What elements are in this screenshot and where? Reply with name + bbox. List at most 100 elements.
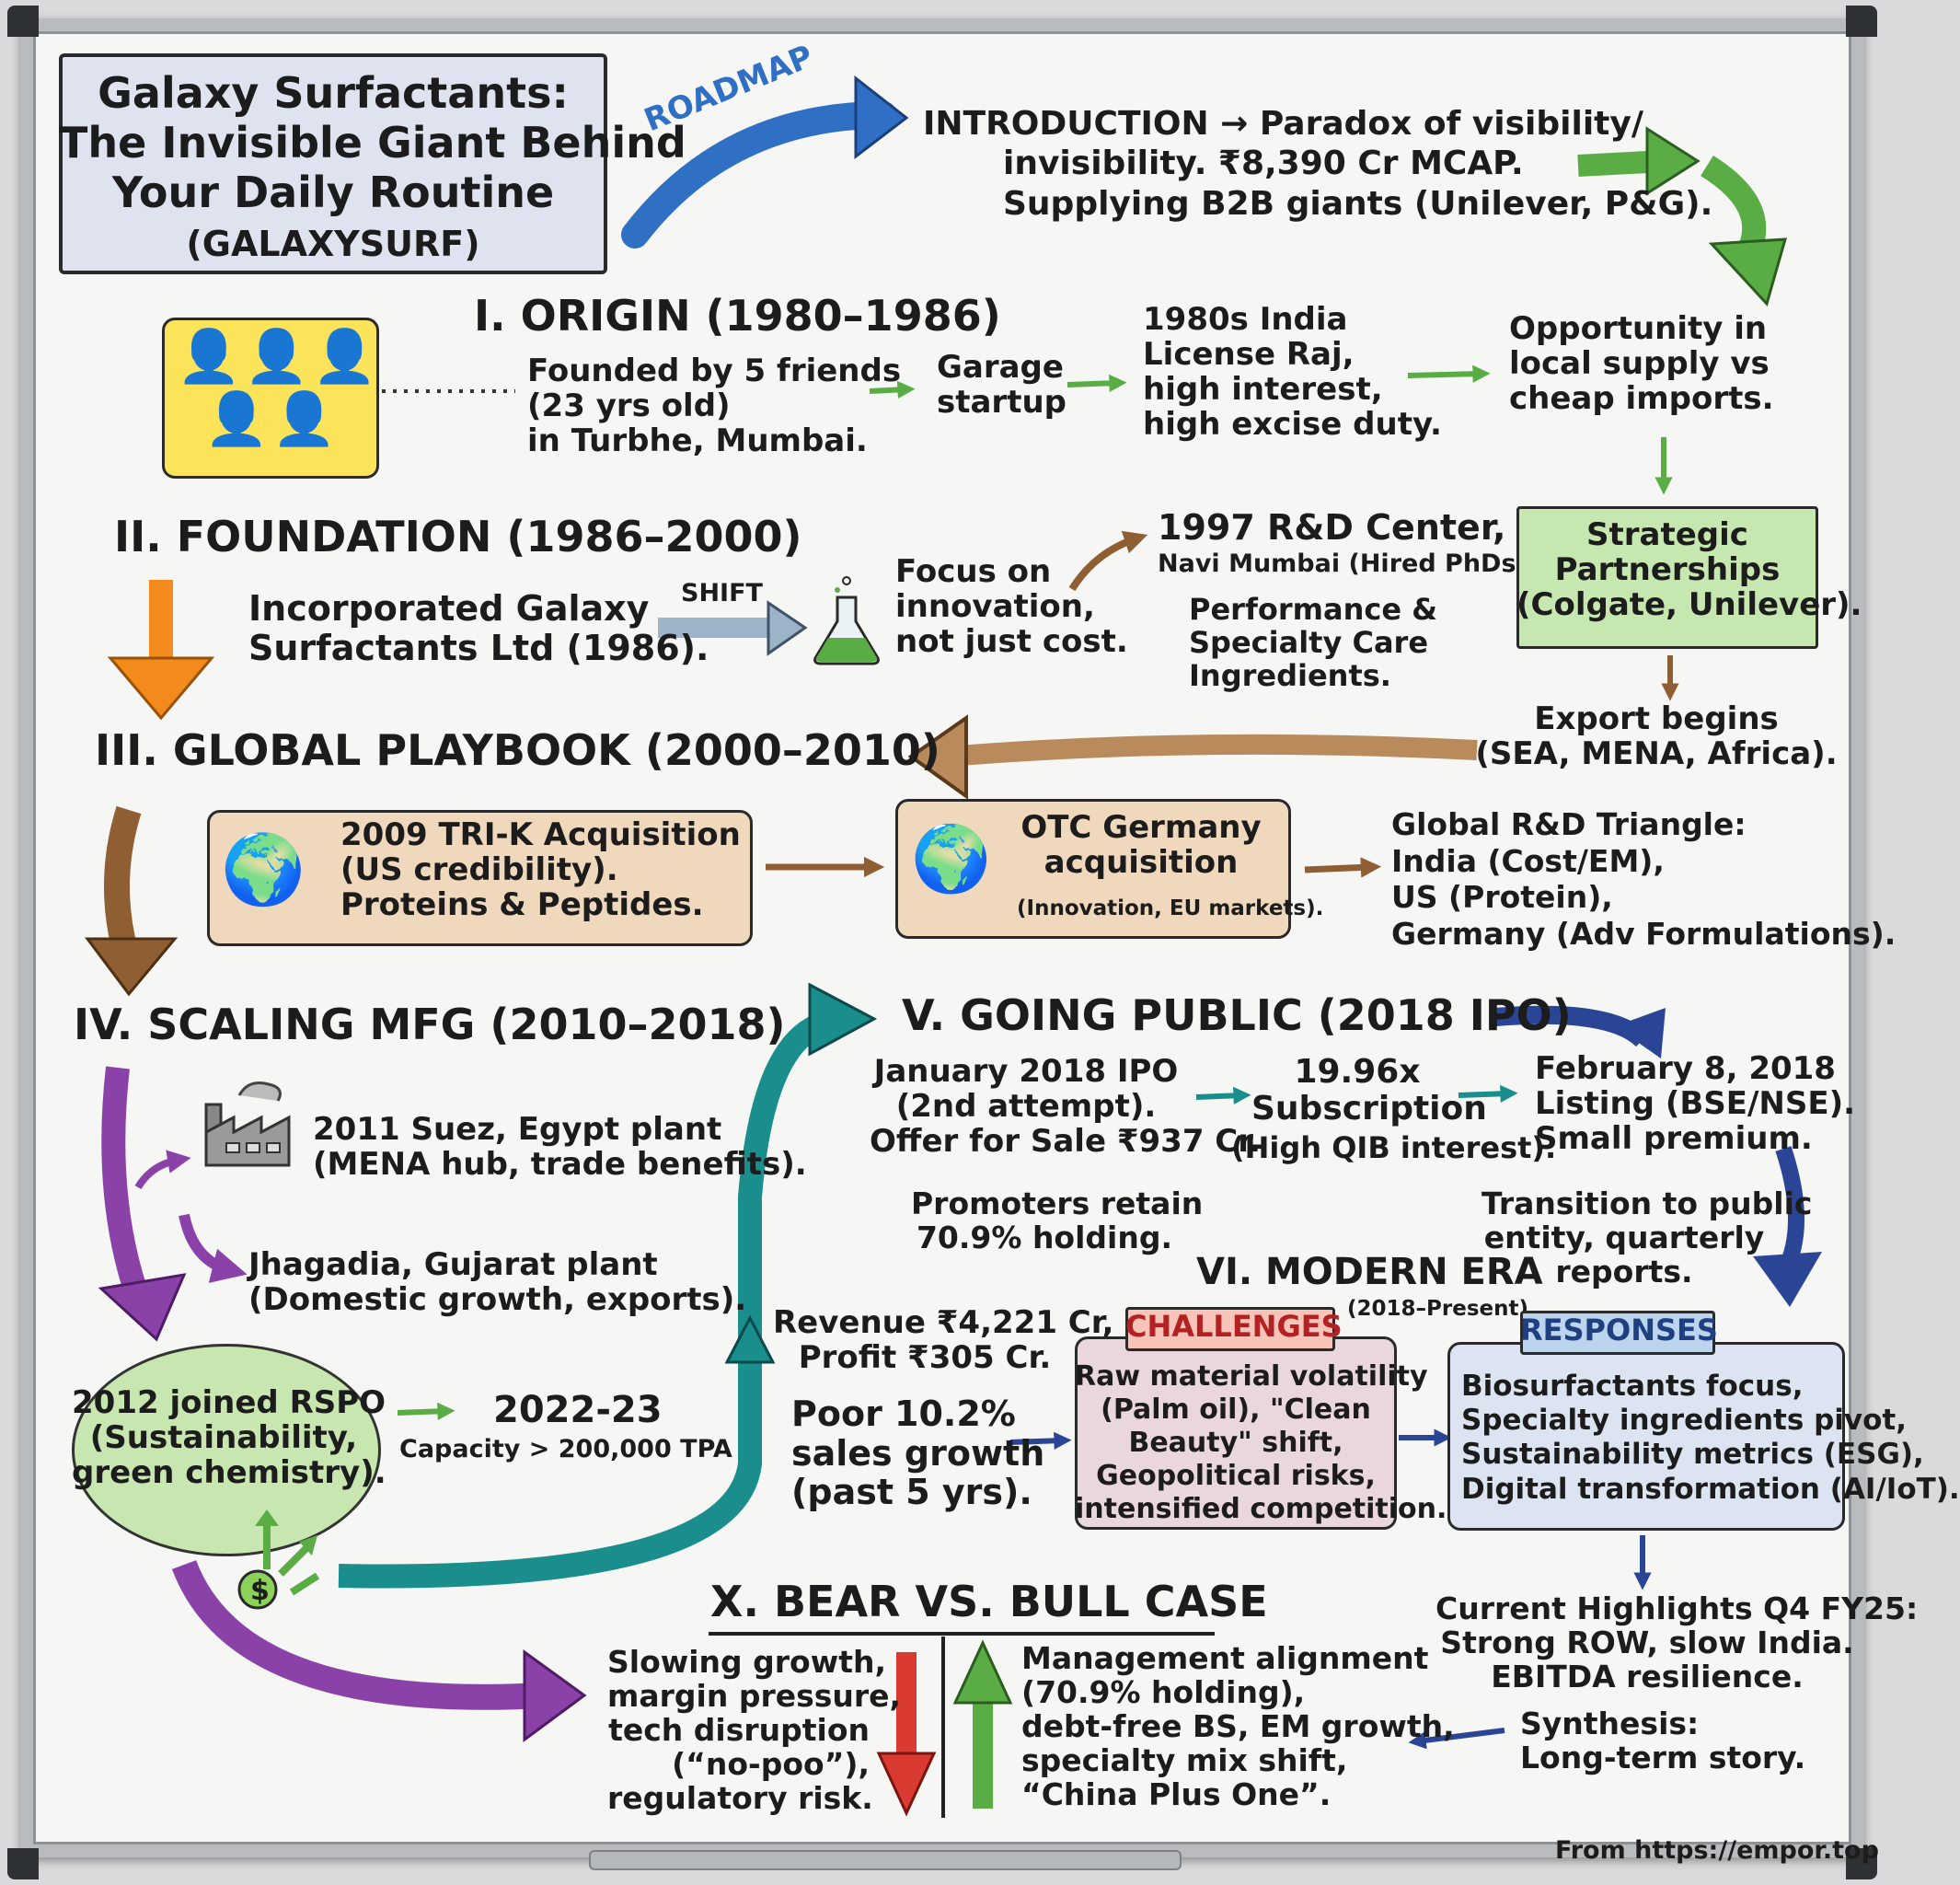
scaling-down-arrowhead <box>98 1273 187 1342</box>
synthesis-to-bull-arrow <box>1408 1728 1505 1750</box>
intro-arrowhead <box>1645 126 1701 196</box>
origin-opportunity: Opportunity in local supply vs cheap imp… <box>1509 310 1774 418</box>
scaling-to-ipo-arrowhead <box>808 982 878 1057</box>
ipo-transition: Transition to public entity, quarterly r… <box>1482 1185 1813 1289</box>
rspo-to-bearbull-arrow <box>171 1559 544 1710</box>
factory-icon <box>193 1077 294 1169</box>
ipo-to-listing-arrowhead <box>1615 1008 1666 1058</box>
ipo-january: January 2018 IPO (2nd attempt). Offer fo… <box>870 1053 1261 1161</box>
intro-line-2: invisibility. ₹8,390 Cr MCAP. <box>1003 145 1524 182</box>
rnd-title: 1997 R&D Center, <box>1158 507 1506 548</box>
otc-box <box>895 799 1291 939</box>
modern-heading: VI. MODERN ERA <box>1196 1251 1543 1293</box>
origin-heading: I. ORIGIN (1980–1986) <box>474 291 1001 341</box>
responses-label-box <box>1520 1311 1715 1355</box>
intro-curve-arrowhead <box>1708 237 1788 306</box>
marker-tray <box>589 1850 1182 1870</box>
title-line-1: Galaxy Surfactants: <box>98 68 569 118</box>
challenges-label-box <box>1125 1307 1335 1351</box>
ipo-subscription-note: (High QIB interest). <box>1231 1130 1557 1165</box>
responses-box <box>1447 1342 1845 1531</box>
modern-synthesis: Synthesis: Long-term story. <box>1520 1706 1806 1775</box>
scaling-to-ipo-teal-arrow <box>338 1010 836 1589</box>
global-heading: III. GLOBAL PLAYBOOK (2000–2010) <box>95 725 940 775</box>
modern-revenue: Revenue ₹4,221 Cr, Profit ₹305 Cr. <box>773 1304 1113 1377</box>
footer-source: From https://empor.top <box>1555 1836 1879 1865</box>
jan-to-sub-arrow <box>1195 1086 1251 1104</box>
rnd-subtitle: Navi Mumbai (Hired PhDs). <box>1158 549 1538 578</box>
challenges-label: CHALLENGES <box>1125 1309 1343 1344</box>
founders-icon: 👤👤👤 <box>177 327 381 387</box>
trik-text: 2009 TRI-K Acquisition (US credibility).… <box>340 816 741 924</box>
challenges-box <box>1075 1336 1397 1530</box>
rspo-to-capacity-arrow <box>397 1402 455 1420</box>
bearbull-heading: X. BEAR VS. BULL CASE <box>710 1577 1268 1626</box>
origin-garage: Garage startup <box>937 349 1066 422</box>
capacity-year: 2022-23 <box>493 1389 663 1431</box>
rspo-circle <box>72 1344 381 1556</box>
bear-case: Slowing growth, margin pressure, tech di… <box>607 1644 902 1816</box>
scaling-rspo: 2012 joined RSPO (Sustainability, green … <box>72 1384 386 1492</box>
scaling-jhagadia: Jhagadia, Gujarat plant (Domestic growth… <box>248 1246 747 1319</box>
otc-to-triangle-arrow <box>1304 857 1382 878</box>
bear-arrowhead <box>876 1752 937 1817</box>
intro-line-1: INTRODUCTION → Paradox of visibility/ <box>923 105 1643 143</box>
board-corner <box>1846 1848 1877 1879</box>
founders-icon: 👤👤 <box>204 389 340 449</box>
origin-founders: Founded by 5 friends (23 yrs old) in Tur… <box>527 353 902 460</box>
roadmap-arrow <box>621 101 897 249</box>
listing-to-responses-arrowhead <box>1753 1252 1822 1307</box>
board-corner <box>1846 6 1877 37</box>
bull-arrowhead <box>952 1639 1013 1705</box>
title-line-3: Your Daily Routine <box>111 168 555 217</box>
founders-box <box>162 318 379 479</box>
modern-responses: Biosurfactants focus, Specialty ingredie… <box>1461 1370 1960 1506</box>
export-to-global-arrowhead <box>907 714 968 800</box>
globe-icon: 🌍 <box>911 821 992 896</box>
branch-to-suez-arrow <box>134 1150 191 1190</box>
india-to-opportunity-arrow <box>1407 364 1491 383</box>
board-corner <box>7 1848 39 1879</box>
ipo-listing: February 8, 2018 Listing (BSE/NSE). Smal… <box>1535 1050 1856 1158</box>
scaling-capacity: Capacity > 200,000 TPA <box>399 1435 732 1463</box>
scaling-down-arrow <box>101 1066 150 1302</box>
responses-label: RESPONSES <box>1520 1313 1718 1347</box>
sub-to-listing-arrow <box>1458 1084 1518 1103</box>
svg-text:$: $ <box>250 1575 270 1607</box>
otc-title: OTC Germany acquisition <box>1020 809 1262 882</box>
ipo-promoters: Promoters retain 70.9% holding. <box>911 1185 1204 1255</box>
scaling-heading: IV. SCALING MFG (2010–2018) <box>74 1000 786 1049</box>
ipo-heading: V. GOING PUBLIC (2018 IPO) <box>902 990 1572 1040</box>
partnerships-box <box>1516 506 1818 649</box>
shift-label: SHIFT <box>681 579 763 607</box>
flask-icon <box>810 575 883 667</box>
modern-highlights: Current Highlights Q4 FY25: Strong ROW, … <box>1435 1590 1919 1694</box>
foundation-arrowhead <box>107 656 215 721</box>
modern-period: (2018–Present) <box>1347 1297 1528 1321</box>
branch-to-jhagadia-arrow <box>179 1213 248 1283</box>
money-growth-icon: $ <box>225 1509 327 1611</box>
origin-india: 1980s India License Raj, high interest, … <box>1143 301 1442 444</box>
otc-subtitle: (Innovation, EU markets). <box>1017 896 1324 920</box>
global-down-arrowhead <box>85 937 179 997</box>
title-box <box>59 53 607 274</box>
founders-to-garage-arrow <box>869 380 916 399</box>
roadmap-arrowhead <box>854 75 909 160</box>
foundation-heading: II. FOUNDATION (1986–2000) <box>114 512 802 561</box>
foundation-export: Export begins (SEA, MENA, Africa). <box>1475 700 1838 773</box>
global-down-arrow <box>103 805 142 961</box>
focus-to-rnd-arrow <box>1068 530 1148 592</box>
globe-icon: 🌍 <box>221 830 306 909</box>
partnerships-text: Strategic Partnerships (Colgate, Unileve… <box>1516 516 1862 624</box>
shift-arrowhead <box>767 600 808 656</box>
growth-to-challenges-arrow <box>1009 1431 1072 1450</box>
revenue-up-arrowhead <box>724 1314 776 1364</box>
modern-growth: Poor 10.2% sales growth (past 5 yrs). <box>791 1394 1045 1513</box>
foundation-performance: Performance & Specialty Care Ingredients… <box>1189 592 1438 693</box>
garage-to-india-arrow <box>1066 374 1127 392</box>
ipo-subscription: 19.96x Subscription <box>1251 1053 1487 1128</box>
foundation-incorporated: Incorporated Galaxy Surfactants Ltd (198… <box>248 588 709 668</box>
global-triangle: Global R&D Triangle: India (Cost/EM), US… <box>1391 806 1897 952</box>
arrow-layer <box>85 75 1822 1818</box>
board-corner <box>7 6 39 37</box>
